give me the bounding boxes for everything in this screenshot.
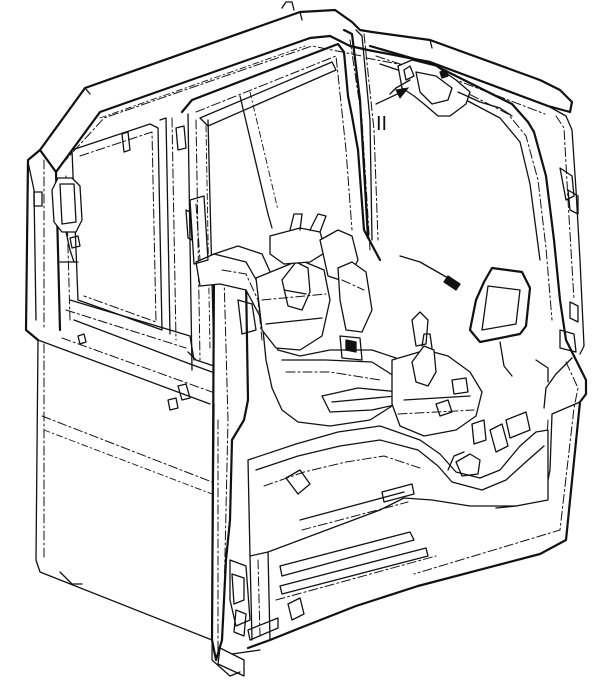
cab-roof <box>38 1 574 174</box>
callout-label: II <box>376 113 387 135</box>
monitor-display <box>399 255 532 377</box>
right-door-window <box>368 44 585 355</box>
left-control-console <box>255 249 331 351</box>
travel-levers <box>269 213 373 333</box>
callout-ii: II <box>375 87 410 135</box>
callout-arrowhead <box>395 87 410 99</box>
left-side-wall <box>24 148 213 641</box>
front-lower-panel <box>231 531 437 655</box>
floor-and-sill <box>247 411 549 557</box>
right-control-console <box>391 311 483 437</box>
wiper-motor-assembly <box>389 59 513 117</box>
left-mirror-assembly <box>33 177 83 263</box>
front-window-frame <box>180 28 382 371</box>
rear-pillar-trim <box>77 195 215 411</box>
left-rear-window <box>71 117 187 341</box>
